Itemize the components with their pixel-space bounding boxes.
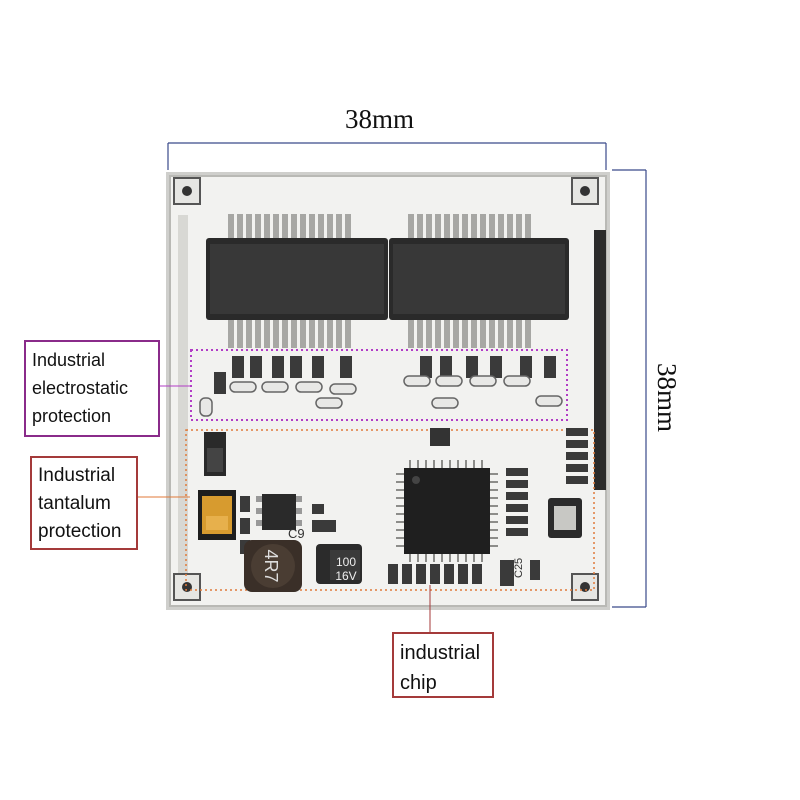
transformer-pins bbox=[228, 214, 531, 348]
esd-line-3: protection bbox=[32, 406, 112, 426]
cap-marking-1: 100 bbox=[336, 555, 356, 569]
esd-line-1: Industrial bbox=[32, 350, 106, 370]
tantalum-capacitor bbox=[198, 490, 236, 540]
esd-callout: Industrial electrostatic protection bbox=[24, 340, 160, 437]
regulator-ic bbox=[256, 494, 302, 530]
crystal-oscillator bbox=[548, 498, 582, 538]
c9-label: C9 bbox=[288, 526, 305, 541]
dimension-lines bbox=[167, 142, 647, 608]
tantalum-region bbox=[185, 429, 595, 591]
tantalum-line-3: protection bbox=[38, 521, 122, 542]
esd-caps bbox=[199, 375, 563, 417]
chip-callout: industrial chip bbox=[392, 632, 494, 698]
tantalum-callout: Industrial tantalum protection bbox=[30, 456, 138, 550]
height-dimension-label: 38mm bbox=[652, 362, 683, 433]
esd-region bbox=[190, 349, 568, 421]
c25-label: C25 bbox=[513, 558, 525, 578]
transformer-right bbox=[389, 238, 569, 320]
chip-line-1: industrial bbox=[400, 642, 481, 664]
chip-pins bbox=[396, 460, 498, 562]
esd-components bbox=[214, 356, 556, 394]
cap-marking-2: 16V bbox=[335, 569, 356, 583]
inductor bbox=[244, 540, 302, 592]
transformer-left bbox=[206, 238, 388, 320]
width-dimension-label: 38mm bbox=[345, 104, 415, 134]
leader-lines bbox=[138, 385, 431, 632]
chip-line-2: chip bbox=[400, 672, 437, 694]
inductor-marking: 4R7 bbox=[261, 549, 281, 582]
main-chip bbox=[404, 468, 490, 554]
esd-line-2: electrostatic bbox=[32, 378, 129, 398]
tantalum-line-1: Industrial bbox=[38, 465, 116, 486]
tantalum-line-2: tantalum bbox=[38, 493, 111, 514]
electrolytic-capacitor bbox=[316, 544, 362, 584]
